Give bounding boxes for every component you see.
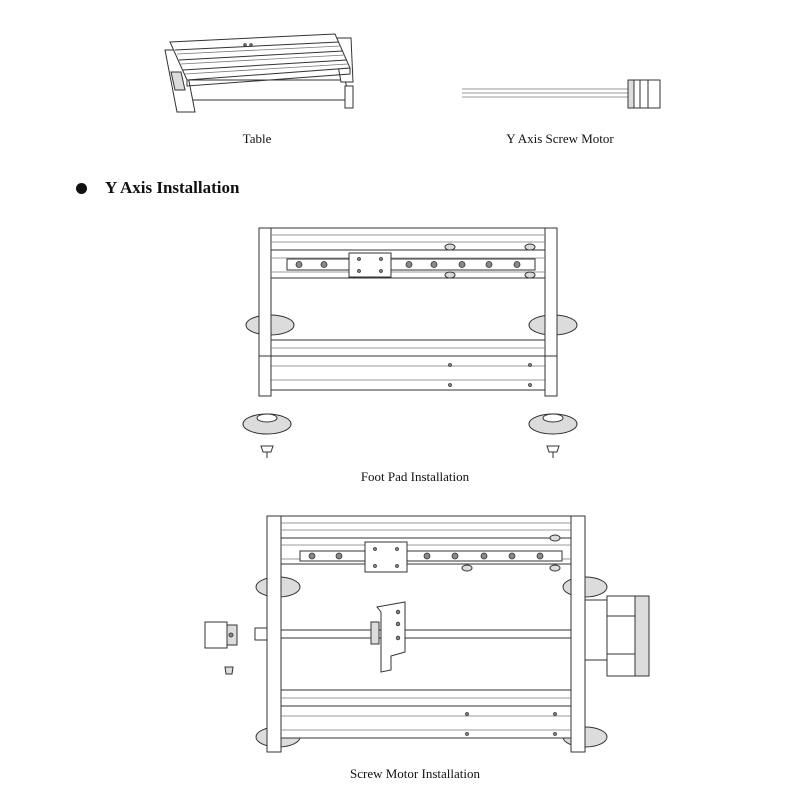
screw-motor-caption: Screw Motor Installation — [350, 766, 480, 781]
screw-motor-installation-illustration — [195, 512, 655, 762]
table-caption: Table — [242, 131, 272, 146]
y-axis-motor-illustration — [460, 72, 665, 117]
motor-caption: Y Axis Screw Motor — [506, 131, 614, 146]
table-illustration — [155, 20, 365, 120]
bullet-icon — [76, 182, 87, 194]
foot-pad-caption: Foot Pad Installation — [360, 469, 470, 484]
section-heading: Y Axis Installation — [76, 178, 239, 198]
section-heading-text: Y Axis Installation — [105, 178, 240, 197]
foot-pad-installation-illustration — [235, 220, 585, 465]
